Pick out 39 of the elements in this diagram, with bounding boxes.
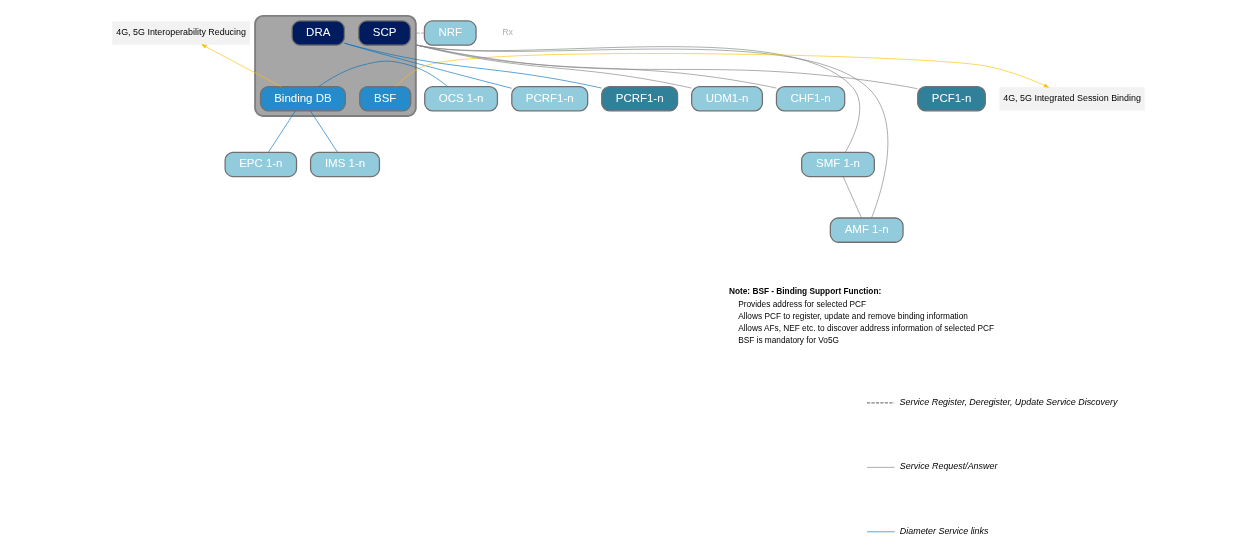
node-box: SCP: [357, 20, 411, 46]
node-box: UDM1-n: [690, 86, 763, 112]
connector: [343, 42, 602, 89]
arrow: [200, 44, 281, 87]
node-box: BSF: [358, 86, 411, 112]
label: Provides address for selected PCF: [737, 298, 866, 309]
connector: [317, 60, 448, 87]
legend-label: Service Register, Deregister, Update Service Discovery: [899, 396, 1117, 407]
node-box: DRA: [290, 20, 345, 46]
node-box: AMF 1-n: [829, 217, 904, 243]
node-box: 4G, 5G Interoperability Reducing: [111, 21, 250, 45]
node-box: Binding DB: [259, 86, 346, 112]
node-box: EPC 1-n: [224, 151, 297, 178]
node-box: OCS 1-n: [423, 86, 498, 112]
connector: [309, 110, 338, 153]
label: Allows AFs, NEF etc. to discover address information of selected PCF: [737, 323, 994, 334]
label: Note: BSF - Binding Support Function:: [728, 286, 881, 297]
connector: [415, 44, 888, 219]
connector: [415, 44, 918, 90]
legend-label: Diameter Service links: [899, 525, 988, 536]
legend-label: Service Request/Answer: [899, 461, 997, 472]
node-box: PCRF1-n: [600, 86, 678, 112]
label: Allows PCF to register, update and remove binding information: [737, 311, 968, 322]
connector: [415, 44, 777, 89]
connector: [415, 44, 860, 153]
node-box: NRF: [423, 20, 477, 46]
node-box: SMF 1-n: [800, 151, 875, 178]
connector: [267, 110, 296, 153]
connector: [842, 176, 862, 219]
node-box: IMS 1-n: [309, 151, 380, 178]
label: Rx: [501, 27, 513, 38]
node-box: CHF1-n: [775, 86, 845, 112]
label: BSF is mandatory for Vo5G: [737, 335, 839, 346]
node-box: PCF1-n: [916, 86, 986, 112]
arrow: [394, 53, 1049, 88]
cluster: [253, 14, 417, 117]
connector: [415, 32, 424, 34]
node-box: 4G, 5G Integrated Session Binding: [998, 86, 1145, 111]
node-box: PCRF1-n: [510, 86, 588, 112]
